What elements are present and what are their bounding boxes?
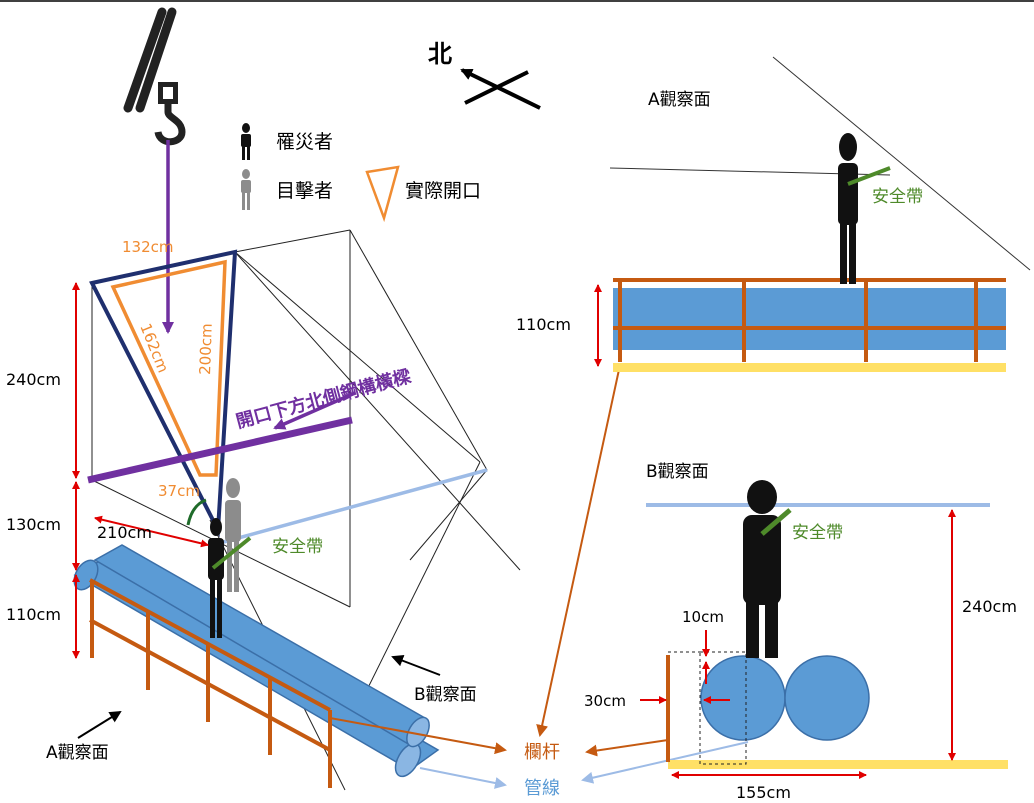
- height-110-label: 110cm: [6, 605, 61, 624]
- pipe-label: 管線: [524, 778, 560, 799]
- north-beam: [87, 416, 353, 484]
- railing-pointer-left: [329, 717, 507, 755]
- view-b-arrow: [391, 654, 441, 676]
- crane-hook-icon: [123, 7, 186, 146]
- legend-victim-label: 罹災者: [276, 131, 333, 153]
- distance-label: 210cm: [97, 523, 152, 542]
- pipe-pointer-b: [581, 741, 749, 784]
- north-label: 北: [428, 40, 452, 68]
- panel-b-harness-label: 安全帶: [792, 523, 843, 543]
- beam-label: 開口下方北側鋼構橫樑: [234, 365, 415, 433]
- harness-strap: [211, 536, 252, 570]
- panel-a-height-label: 110cm: [516, 315, 571, 334]
- legend-victim-icon: [241, 123, 251, 160]
- victim-figure: [208, 518, 224, 638]
- railing-pointer-b: [585, 739, 669, 757]
- harness-label: 安全帶: [272, 537, 323, 557]
- panel-a-harness-label: 安全帶: [872, 187, 923, 207]
- view-a-label: A觀察面: [46, 743, 109, 763]
- panel-b-width-label: 155cm: [736, 783, 791, 802]
- panel-b-offset-label: 30cm: [584, 692, 626, 710]
- height-130-label: 130cm: [6, 515, 61, 534]
- railing: [89, 578, 332, 788]
- legend-witness-icon: [241, 169, 251, 210]
- panel-a-title: A觀察面: [648, 90, 711, 110]
- pipe-pointer-left: [419, 767, 507, 789]
- dimension-lines-left: [72, 282, 209, 659]
- panel-b-gap-label: 10cm: [682, 608, 724, 626]
- top-width-label: 132cm: [122, 238, 174, 256]
- railing-pointer-a: [536, 364, 621, 737]
- panel-b-title: B觀察面: [646, 462, 709, 482]
- view-a-arrow: [77, 710, 122, 739]
- legend-opening-icon: [365, 165, 400, 223]
- opening-frame: [89, 249, 238, 538]
- height-240-label: 240cm: [6, 370, 61, 389]
- railing-label: 欄杆: [524, 742, 560, 763]
- legend-opening-label: 實際開口: [405, 180, 481, 202]
- side-length-label: 200cm: [196, 323, 216, 375]
- beam-arrow: [273, 391, 356, 430]
- pipes: [73, 544, 440, 778]
- panel-a: [594, 56, 1031, 372]
- north-arrow-icon: [460, 68, 541, 110]
- bottom-width-label: 37cm: [158, 482, 200, 500]
- actual-opening-outline: [110, 259, 227, 477]
- panel-b: [640, 480, 1008, 779]
- witness-figure: [225, 478, 241, 592]
- view-b-label: B觀察面: [414, 685, 477, 705]
- panel-b-height-label: 240cm: [962, 597, 1017, 616]
- lifeline: [219, 468, 488, 545]
- legend-witness-label: 目擊者: [276, 180, 333, 202]
